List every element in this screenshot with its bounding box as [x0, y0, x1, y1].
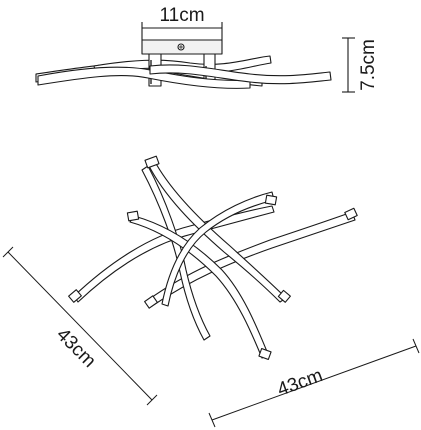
top-arm-upper-left-to-lower-right [147, 159, 287, 303]
end-cap-lower-right [277, 289, 291, 303]
canopy-width-label: 11cm [159, 5, 204, 26]
end-cap-top [144, 155, 160, 169]
depth-label: 43cm [52, 324, 100, 372]
width-label: 43cm [275, 365, 326, 401]
top-view [68, 155, 358, 361]
end-cap-bottom [258, 347, 272, 361]
canopy-width-dimension [141, 22, 223, 40]
side-arm-front-right [149, 64, 332, 85]
end-cap-upper-right [264, 194, 278, 206]
height-label: 7.5cm [358, 39, 379, 91]
end-cap-right [344, 207, 358, 221]
top-arm-left-to-right [73, 205, 275, 303]
side-view [35, 22, 355, 93]
end-cap-upper-left [126, 210, 140, 222]
end-cap-lower-left [144, 295, 158, 309]
height-dimension [342, 37, 355, 93]
side-arm-front-left [37, 66, 251, 89]
top-arm-upper-right-to-left [161, 191, 275, 307]
width-dimension [208, 338, 420, 428]
depth-dimension [2, 246, 158, 406]
end-cap-left [68, 289, 82, 303]
